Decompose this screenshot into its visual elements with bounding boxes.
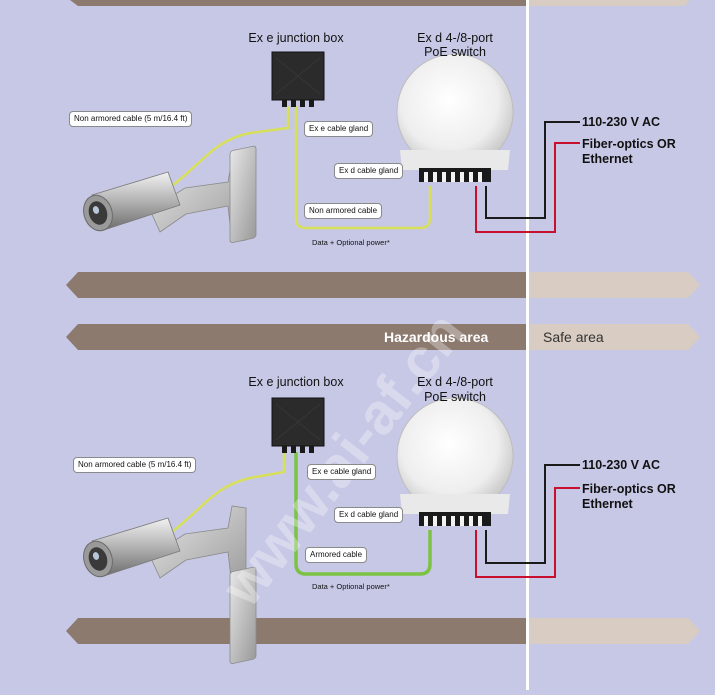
camera-cable-label-2: Non armored cable (5 m/16.4 ft) (73, 457, 197, 473)
junction-box-title: Ex e junction box (248, 31, 344, 45)
junction-gland-label-2: Ex e cable gland (307, 464, 377, 480)
link-cable (294, 106, 432, 230)
switch-gland-label: Ex d cable gland (334, 163, 404, 179)
poe-switch (396, 53, 514, 182)
junction-gland-label: Ex e cable gland (304, 121, 374, 137)
fiber-label-line1-2: Fiber-optics OR (582, 482, 676, 496)
hazardous-area-label: Hazardous area (384, 329, 489, 345)
armored-cable-label-2: Armored cable (305, 547, 368, 563)
panel2-bottom-safe-banner (529, 618, 700, 644)
camera-2 (83, 505, 257, 664)
panel2-bottom-banner (66, 618, 526, 644)
ac-label: 110-230 V AC (582, 115, 661, 129)
ac-cable-2 (485, 464, 580, 564)
switch-title-line1: Ex d 4-/8-port (417, 31, 493, 45)
ac-cable (485, 121, 580, 219)
panel-1 (83, 51, 580, 243)
top-safe-banner (529, 0, 690, 6)
ac-label-2: 110-230 V AC (582, 458, 661, 472)
data-power-label-2: Data + Optional power* (312, 582, 390, 591)
camera (83, 145, 257, 243)
camera-cable (171, 106, 290, 187)
hazardous-area-banner (66, 324, 526, 350)
data-power-label: Data + Optional power* (312, 238, 390, 247)
top-banner (70, 0, 526, 6)
camera-cable-2 (171, 452, 286, 533)
zone-divider (526, 0, 529, 690)
safe-area-banner (529, 324, 700, 350)
panel1-bottom-safe-banner (529, 272, 700, 298)
fiber-cable (475, 142, 580, 233)
junction-box (271, 51, 325, 101)
fiber-label-line2: Ethernet (582, 152, 633, 166)
poe-switch-2 (396, 397, 514, 526)
fiber-label-line1: Fiber-optics OR (582, 137, 676, 151)
armored-cable-2 (294, 452, 432, 576)
link-cable-label: Non armored cable (304, 203, 383, 219)
panel-2 (83, 397, 580, 664)
fiber-label-line2-2: Ethernet (582, 497, 633, 511)
junction-box-title-2: Ex e junction box (248, 375, 344, 389)
switch-title-line2: PoE switch (424, 45, 486, 59)
junction-glands-2 (282, 446, 314, 453)
switch-title-line2-2: PoE switch (424, 390, 486, 404)
fiber-cable-2 (475, 487, 580, 578)
safe-area-label: Safe area (543, 329, 604, 345)
camera-cable-label: Non armored cable (5 m/16.4 ft) (69, 111, 193, 127)
junction-glands (282, 100, 314, 107)
switch-title-line1-2: Ex d 4-/8-port (417, 375, 493, 389)
panel1-bottom-banner (66, 272, 526, 298)
switch-gland-label-2: Ex d cable gland (334, 507, 404, 523)
